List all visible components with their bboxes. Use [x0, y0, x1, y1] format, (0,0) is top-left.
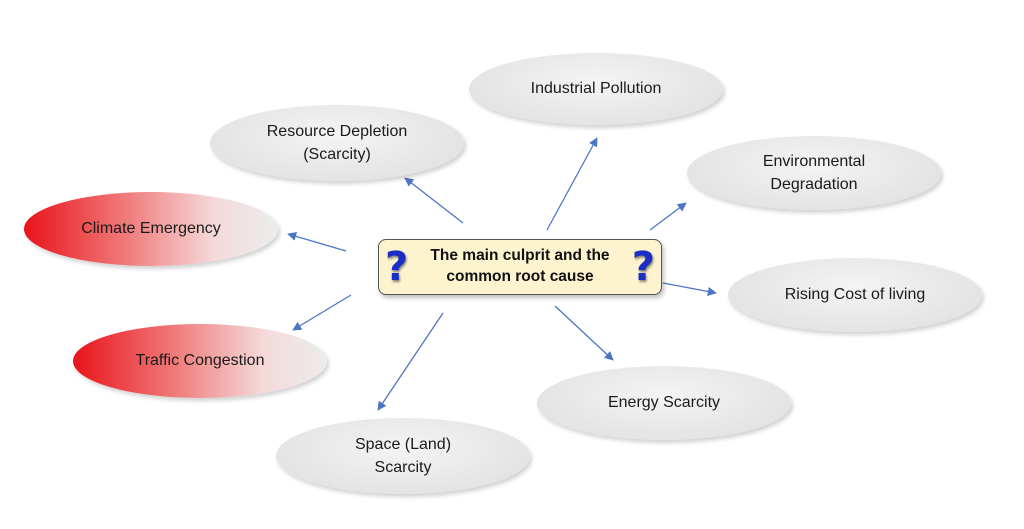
- arrow-to-industrial-pollution: [546, 137, 598, 231]
- node-environmental-degradation: Environmental Degradation: [687, 136, 941, 210]
- node-industrial-pollution-label: Industrial Pollution: [530, 80, 662, 98]
- arrow-to-space-land-scarcity: [377, 312, 444, 411]
- arrow-to-climate-emergency: [287, 231, 347, 252]
- arrow-to-rising-cost-of-living: [662, 282, 717, 296]
- arrow-to-resource-depletion: [404, 177, 464, 224]
- node-space-land-scarcity-label: Space (Land) Scarcity: [354, 435, 452, 476]
- node-traffic-congestion: Traffic Congestion: [73, 324, 327, 398]
- node-environmental-degradation-label: Environmental Degradation: [762, 152, 866, 193]
- root-cause-text: The main culprit and the common root cau…: [430, 247, 610, 285]
- node-resource-depletion: Resource Depletion (Scarcity): [210, 105, 464, 181]
- root-cause-box: ? The main culprit and the common root c…: [378, 239, 662, 295]
- node-industrial-pollution: Industrial Pollution: [469, 53, 723, 125]
- node-energy-scarcity: Energy Scarcity: [537, 366, 791, 440]
- node-traffic-congestion-label: Traffic Congestion: [135, 352, 265, 370]
- arrow-to-energy-scarcity: [554, 305, 614, 361]
- node-space-land-scarcity: Space (Land) Scarcity: [276, 418, 530, 494]
- node-energy-scarcity-label: Energy Scarcity: [607, 394, 721, 412]
- question-mark-icon-right: ?: [631, 244, 655, 290]
- node-resource-depletion-label: Resource Depletion (Scarcity): [266, 122, 408, 163]
- node-rising-cost-of-living-label: Rising Cost of living: [784, 286, 926, 304]
- node-climate-emergency-label: Climate Emergency: [81, 220, 221, 238]
- node-rising-cost-of-living: Rising Cost of living: [728, 258, 982, 332]
- node-climate-emergency: Climate Emergency: [24, 192, 278, 266]
- question-mark-icon-left: ?: [385, 244, 409, 290]
- arrow-to-environmental-degradation: [649, 202, 687, 231]
- arrow-to-traffic-congestion: [292, 294, 352, 331]
